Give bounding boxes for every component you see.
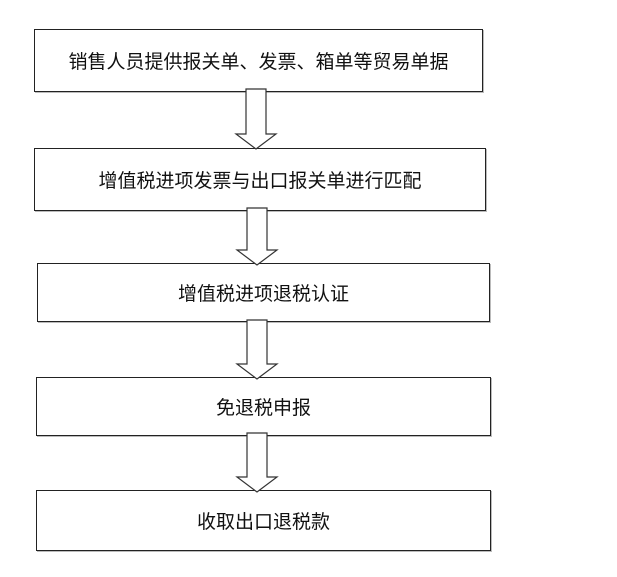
step-3-label: 增值税进项退税认证 [177,283,349,305]
step-5-box: 收取出口退税款 [36,490,491,551]
step-3-box: 增值税进项退税认证 [37,263,490,322]
down-arrow-icon [235,207,279,266]
down-arrow-icon [235,432,279,493]
step-2-label: 增值税进项发票与出口报关单进行匹配 [98,170,422,192]
down-arrow-icon [234,88,278,150]
down-arrow-icon [235,319,279,380]
step-1-box: 销售人员提供报关单、发票、箱单等贸易单据 [34,29,483,92]
step-1-label: 销售人员提供报关单、发票、箱单等贸易单据 [68,51,449,73]
step-5-label: 收取出口退税款 [196,511,330,533]
step-4-label: 免退税申报 [215,397,311,419]
